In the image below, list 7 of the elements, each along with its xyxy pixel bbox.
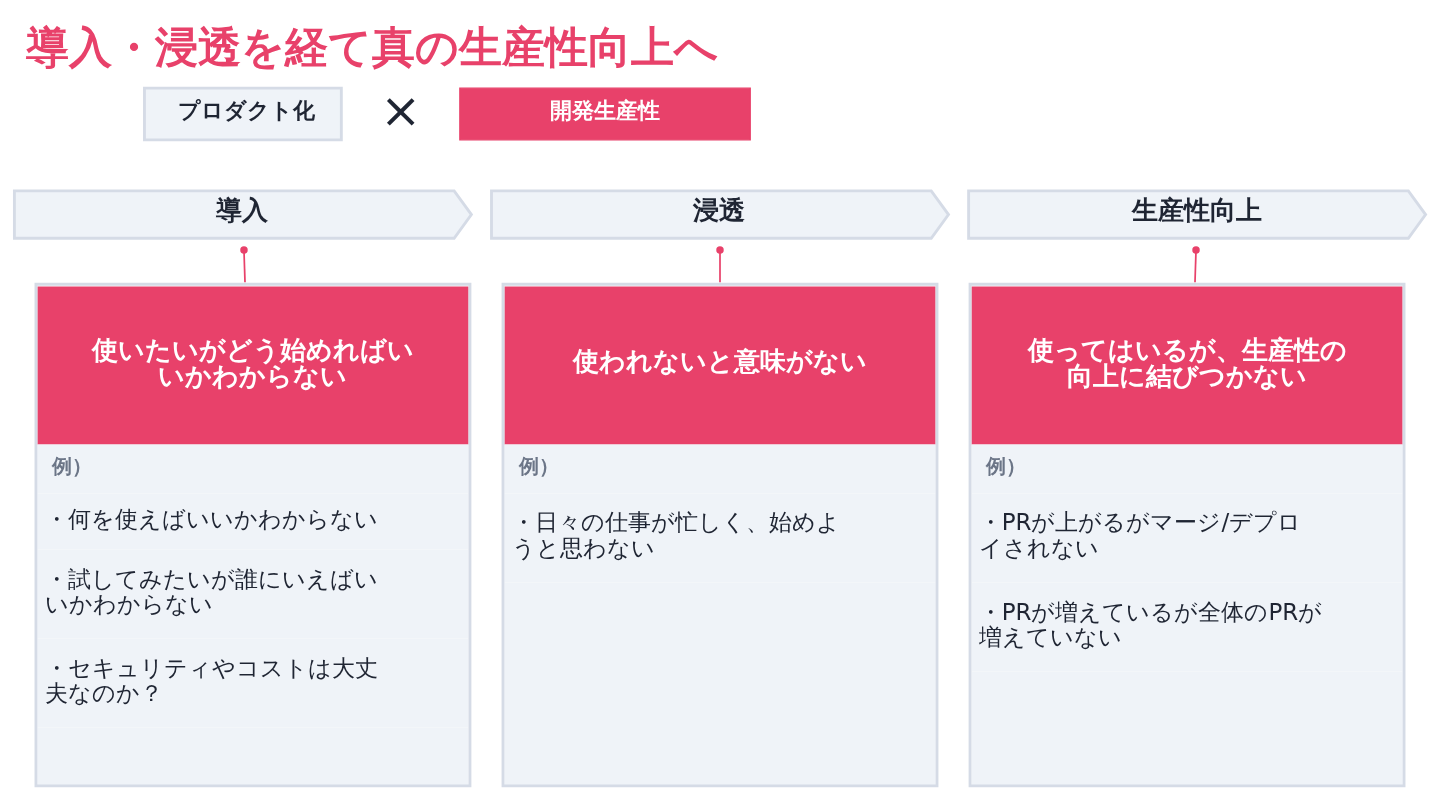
connector (1192, 246, 1200, 284)
connector (716, 246, 724, 284)
node-box: プロダクト化 (143, 86, 343, 142)
node-box: 開発生産性 (459, 87, 751, 141)
connector (240, 246, 248, 284)
diagram-title: 導入・浸透を経て真の生産性向上へ (25, 21, 718, 72)
label: × (380, 81, 422, 139)
